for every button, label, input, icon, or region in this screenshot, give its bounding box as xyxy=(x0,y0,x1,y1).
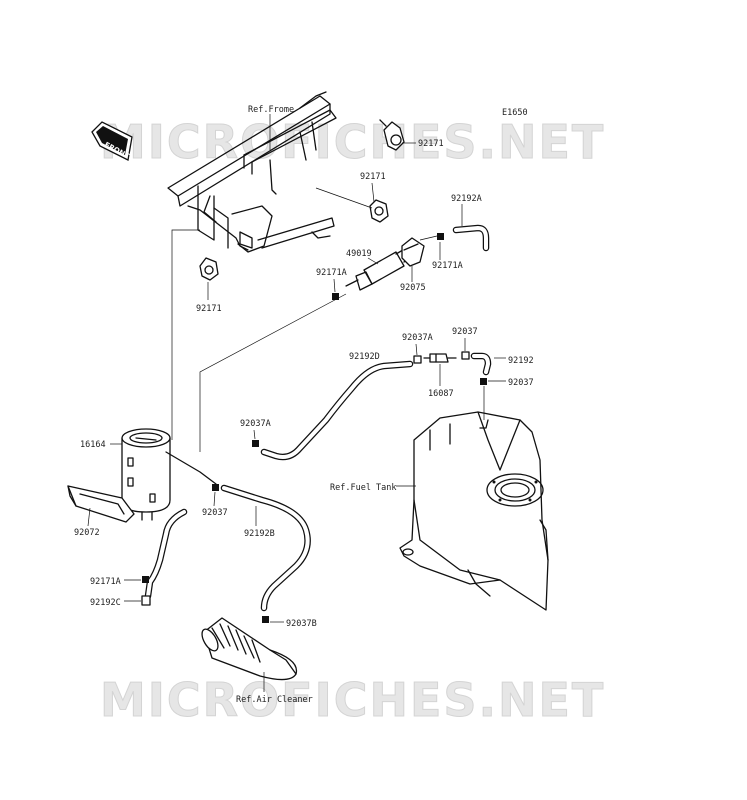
part-92192: 92192 xyxy=(508,356,534,366)
part-92037-top: 92037 xyxy=(452,327,478,337)
watermark-top: MICROFICHES.NET xyxy=(100,115,605,169)
part-92192D: 92192D xyxy=(349,352,380,362)
ref-frame-label: Ref.Frome xyxy=(248,105,294,115)
part-92037-right: 92037 xyxy=(508,378,534,388)
part-49019: 49019 xyxy=(346,249,372,259)
part-92037A-right: 92037A xyxy=(402,333,433,343)
part-92171A-right: 92171A xyxy=(432,261,463,271)
part-16164: 16164 xyxy=(80,440,106,450)
clamp-92171A-right xyxy=(437,233,444,240)
part-92037B: 92037B xyxy=(286,619,317,629)
part-92192B: 92192B xyxy=(244,529,275,539)
diagram-code: E1650 xyxy=(502,108,528,118)
clamp-92171A-mid xyxy=(332,293,339,300)
part-16087: 16087 xyxy=(428,389,454,399)
air-cleaner-duct xyxy=(201,617,298,681)
clamp-92037-low xyxy=(212,484,219,491)
check-valve-16087 xyxy=(423,353,457,363)
clamp-92037A-right xyxy=(413,355,422,364)
clamp-92037A-left xyxy=(252,440,259,447)
part-92075: 92075 xyxy=(400,283,426,293)
part-92171A-low: 92171A xyxy=(90,577,121,587)
part-92192C: 92192C xyxy=(90,598,121,608)
watermark-bottom: MICROFICHES.NET xyxy=(100,673,605,727)
part-92171-top: 92171 xyxy=(418,139,444,149)
ref-fuel-tank-label: Ref.Fuel Tank xyxy=(330,483,397,493)
bracket-92075 xyxy=(401,237,425,267)
fuel-tank xyxy=(399,411,549,611)
clamp-92171-mid xyxy=(369,199,389,223)
clamp-92171-top xyxy=(379,119,405,151)
cap-92192C xyxy=(141,595,151,606)
clamp-92037-top xyxy=(461,351,470,360)
part-92037-low: 92037 xyxy=(202,508,228,518)
clamp-92171-left xyxy=(199,257,219,281)
clamp-92037B xyxy=(262,616,269,623)
ref-air-cleaner-label: Ref.Air Cleaner xyxy=(236,695,313,705)
part-92171-left: 92171 xyxy=(196,304,222,314)
canister-16164 xyxy=(121,428,217,521)
part-92192A: 92192A xyxy=(451,194,482,204)
clamp-92037-right xyxy=(480,378,487,385)
part-92072: 92072 xyxy=(74,528,100,538)
bracket-92072 xyxy=(67,485,135,523)
clamp-92171A-low xyxy=(142,576,149,583)
frame-assembly xyxy=(167,91,337,253)
part-92171A-mid: 92171A xyxy=(316,268,347,278)
part-92171-mid: 92171 xyxy=(360,172,386,182)
part-92037A-left: 92037A xyxy=(240,419,271,429)
